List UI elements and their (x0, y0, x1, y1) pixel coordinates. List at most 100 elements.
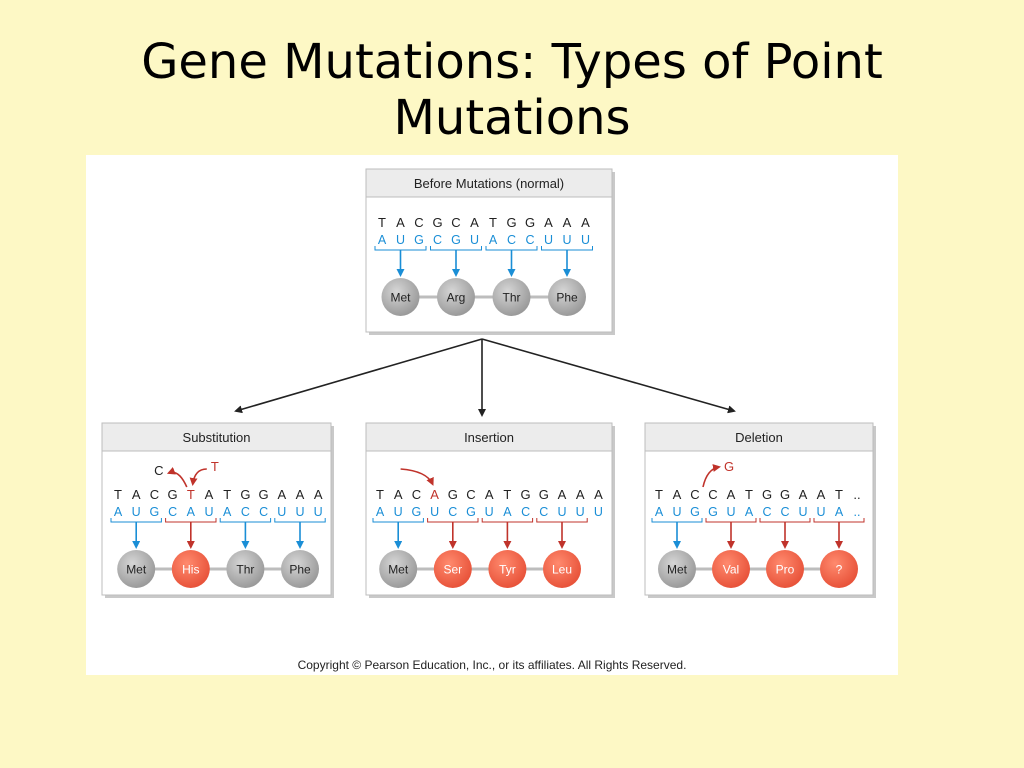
dna-base: G (168, 487, 178, 502)
connector-arrow-substitution (234, 338, 483, 414)
dna-base: A (727, 487, 736, 502)
dna-base: G (521, 487, 531, 502)
dna-base: A (563, 215, 572, 230)
dna-base: G (448, 487, 458, 502)
mrna-base: U (798, 505, 807, 519)
amino-acid (766, 550, 804, 588)
amino-acid-label: Phe (556, 291, 578, 305)
amino-acid-label: Met (390, 291, 411, 305)
insertion-arrow (400, 468, 434, 486)
mrna-base: U (394, 505, 403, 519)
amino-acid (117, 550, 156, 588)
mrna-base: U (581, 233, 590, 247)
dna-base: G (780, 487, 790, 502)
mrna-base: G (412, 505, 422, 519)
dna-base: T (835, 487, 843, 502)
dna-base: C (414, 215, 423, 230)
mrna-base: U (557, 505, 566, 519)
amino-acid (281, 550, 319, 588)
slide-title: Gene Mutations: Types of Point Mutations (0, 34, 1024, 146)
panel-title: Insertion (464, 430, 514, 445)
dna-base: T (114, 487, 122, 502)
mrna-base: A (745, 505, 754, 519)
dna-base: T (745, 487, 753, 502)
mrna-base: U (132, 505, 141, 519)
amino-acid-label: Tyr (499, 563, 516, 577)
mrna-base: U (470, 233, 479, 247)
mrna-base: U (562, 233, 571, 247)
amino-acid (488, 550, 527, 588)
dna-base: A (394, 487, 403, 502)
mrna-base: A (489, 233, 498, 247)
dna-base: G (259, 487, 269, 502)
mrna-base: A (503, 505, 512, 519)
amino-acid (433, 550, 472, 588)
mrna-base: U (314, 505, 323, 519)
amino-acid-label: Leu (552, 563, 572, 577)
panel-header (101, 422, 332, 452)
removed-base-label: C (154, 463, 163, 478)
amino-acid-label: Phe (289, 563, 311, 577)
mrna-base: U (816, 505, 825, 519)
amino-acid-label: Thr (503, 291, 521, 305)
mrna-base: U (726, 505, 735, 519)
dna-base: C (690, 487, 699, 502)
amino-acid-label: Ser (443, 563, 462, 577)
mrna-base: C (259, 505, 268, 519)
dna-base: C (708, 487, 717, 502)
amino-acid (548, 278, 586, 316)
amino-acid (658, 550, 696, 588)
mrna-base: A (378, 233, 387, 247)
mrna-base: C (168, 505, 177, 519)
mrna-base: C (539, 505, 548, 519)
amino-acid (381, 278, 420, 316)
mrna-base: A (835, 505, 844, 519)
dna-base: T (187, 487, 195, 502)
amino-acid (712, 550, 750, 588)
mrna-base: U (396, 233, 405, 247)
mrna-base: A (114, 505, 123, 519)
dna-base: G (762, 487, 772, 502)
amino-acid-label: Arg (447, 291, 466, 305)
dna-base: A (544, 215, 553, 230)
removed-base-arrow (166, 467, 188, 488)
mrna-base: U (277, 505, 286, 519)
panel-title: Before Mutations (normal) (414, 176, 564, 191)
deleted-base-arrow (702, 464, 721, 488)
dna-base: A (296, 487, 305, 502)
mrna-base: G (414, 233, 424, 247)
dna-base: A (673, 487, 682, 502)
dna-base: A (576, 487, 585, 502)
panel-header (644, 422, 874, 452)
mrna-base: G (150, 505, 160, 519)
dna-base: T (489, 215, 497, 230)
copyright-notice: Copyright © Pearson Education, Inc., or … (298, 658, 687, 672)
dna-base: T (503, 487, 511, 502)
mrna-base: C (433, 233, 442, 247)
amino-acid-label: ? (836, 563, 843, 577)
dna-base: A (277, 487, 286, 502)
dna-base: A (430, 487, 439, 502)
mrna-base: .. (854, 505, 861, 519)
dna-base: A (581, 215, 590, 230)
dna-base: A (485, 487, 494, 502)
mrna-base: G (690, 505, 700, 519)
mrna-base: A (223, 505, 232, 519)
mrna-base: U (672, 505, 681, 519)
amino-acid (171, 550, 210, 588)
dna-base: G (539, 487, 549, 502)
amino-acid (543, 550, 581, 588)
dna-base: C (412, 487, 421, 502)
dna-base: A (470, 215, 479, 230)
dna-base: A (132, 487, 141, 502)
dna-base: C (150, 487, 159, 502)
dna-base: A (594, 487, 603, 502)
mrna-base: A (376, 505, 385, 519)
inserted-base-arrow (189, 468, 207, 486)
dna-base: A (817, 487, 826, 502)
